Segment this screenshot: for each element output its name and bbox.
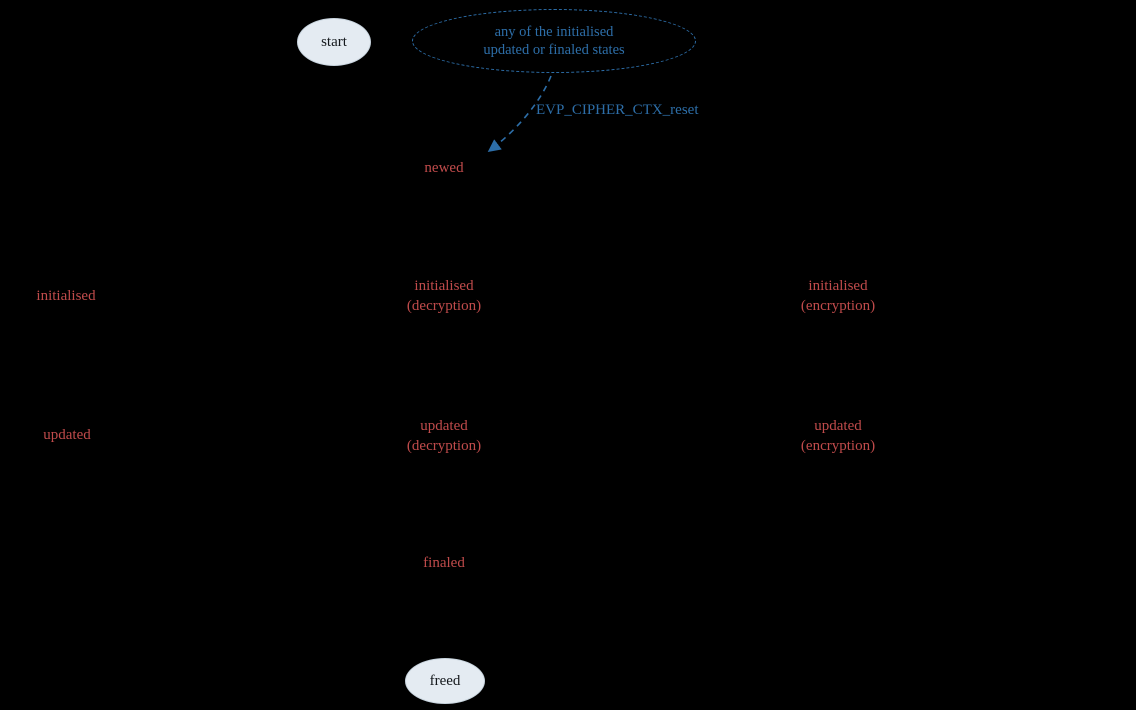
node-start: start xyxy=(297,18,371,66)
node-finaled: finaled xyxy=(423,555,465,571)
node-initialised: initialised xyxy=(36,288,96,304)
node-initialised-encryption: initialised (encryption) xyxy=(801,276,875,316)
node-initialised-decryption-line2: (decryption) xyxy=(406,298,482,314)
node-updated: updated xyxy=(43,427,91,443)
node-updated-decryption-line1: updated xyxy=(420,418,468,434)
node-initialised-encryption-line1: initialised xyxy=(808,278,868,294)
note-ellipse: any of the initialised updated or finale… xyxy=(412,9,696,73)
node-initialised-encryption-line2: (encryption) xyxy=(800,298,876,314)
node-updated-encryption-line2: (encryption) xyxy=(800,438,876,454)
node-start-label: start xyxy=(321,33,347,50)
node-initialised-decryption-line1: initialised xyxy=(414,278,474,294)
node-updated-decryption: updated (decryption) xyxy=(407,416,481,456)
node-updated-encryption: updated (encryption) xyxy=(801,416,875,456)
node-updated-decryption-line2: (decryption) xyxy=(406,438,482,454)
note-line2: updated or finaled states xyxy=(483,42,625,58)
node-freed-label: freed xyxy=(429,672,461,689)
note-line1: any of the initialised xyxy=(494,24,614,40)
node-freed: freed xyxy=(405,658,485,704)
node-initialised-decryption: initialised (decryption) xyxy=(407,276,481,316)
edge-label-reset: EVP_CIPHER_CTX_reset xyxy=(536,102,699,118)
node-newed: newed xyxy=(424,160,464,176)
node-updated-encryption-line1: updated xyxy=(814,418,862,434)
